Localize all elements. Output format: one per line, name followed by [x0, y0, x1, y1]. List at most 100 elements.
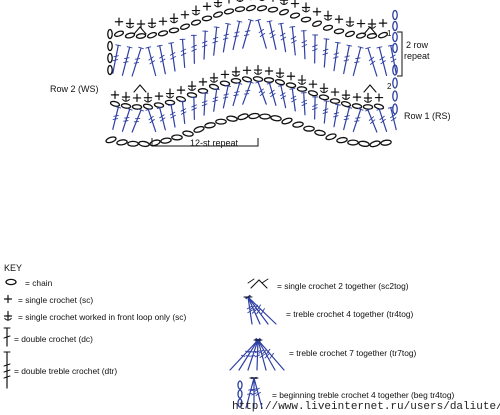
treble-stitch — [201, 30, 209, 60]
sc-flo-stitch — [345, 16, 355, 27]
treble-stitch — [352, 46, 364, 76]
sc-stitch — [356, 19, 366, 28]
foundation-chain — [105, 136, 117, 144]
treble-stitch — [387, 106, 397, 131]
sc-flo-stitch — [279, 0, 289, 5]
foundation-chain — [259, 113, 271, 120]
chain-stitch — [256, 5, 268, 12]
chain-stitch — [366, 33, 378, 39]
treble-stitch — [242, 19, 254, 49]
treble-stitch — [312, 96, 319, 120]
chain-stitch — [252, 76, 264, 82]
sc-flo-stitch — [297, 74, 307, 85]
foundation-chain — [248, 112, 260, 120]
sc2tog-stitch — [133, 26, 147, 35]
chain-stitch — [263, 77, 275, 83]
chain-stitch — [355, 32, 367, 39]
key-item-chain: = chain — [25, 278, 53, 288]
chain-stitch — [329, 98, 341, 104]
sc-stitch — [352, 92, 362, 102]
sc-flo-stitch — [319, 83, 329, 94]
treble-stitch — [266, 20, 277, 50]
foundation-chain — [226, 115, 238, 122]
sc-flo-stitch — [341, 89, 351, 100]
chain-stitch — [124, 32, 136, 39]
treble-stitch — [289, 26, 297, 56]
foundation-chain — [270, 115, 282, 122]
sc-flo-stitch — [236, 0, 244, 2]
chain-stitch — [322, 24, 334, 31]
sc-stitch — [198, 77, 208, 87]
key-item-tr4tog: = treble crochet 4 together (tr4tog) — [286, 309, 414, 319]
treble-stitch — [343, 106, 353, 131]
treble-stitch — [179, 38, 187, 69]
sc-stitch — [378, 18, 388, 28]
sc2tog-stitch — [363, 26, 377, 35]
beg-tr4tog-icon — [237, 376, 263, 409]
sc-stitch — [330, 87, 340, 97]
treble-stitch — [322, 38, 330, 68]
treble-stitch — [156, 44, 166, 75]
key-item-beg-tr4tog: = beginning treble crochet 4 together (b… — [272, 390, 455, 400]
sc-flo-stitch — [187, 80, 197, 91]
chain-stitch — [267, 6, 279, 13]
sc-stitch — [308, 79, 318, 89]
chain-stitch — [307, 90, 319, 97]
treble-stitch — [190, 96, 197, 120]
edge-chain — [392, 9, 398, 21]
treble-stitch — [343, 44, 353, 75]
sc-stitch — [290, 0, 300, 8]
sc-flo-stitch — [209, 72, 219, 83]
edge-chain — [392, 20, 398, 32]
treble-stitch — [112, 106, 122, 130]
treble-stitch — [289, 88, 297, 112]
foundation-chain — [281, 117, 293, 125]
key-title: KEY — [4, 263, 23, 273]
treble-stitch — [145, 46, 157, 77]
chain-stitch — [230, 77, 242, 84]
key-item-dc: = double crochet (dc) — [14, 334, 93, 344]
chain-stitch — [109, 100, 121, 107]
treble-stitch — [387, 44, 397, 75]
double-crochet-icon — [3, 327, 11, 347]
chain-stitch — [234, 6, 246, 13]
chain-stitch — [135, 33, 147, 39]
sc-flo-stitch — [169, 13, 179, 24]
chain-stitch — [208, 83, 220, 90]
treble-stitch — [365, 46, 378, 77]
sc-stitch — [374, 93, 384, 102]
edge-chain — [392, 90, 398, 102]
edge-chain — [392, 31, 398, 43]
treble-stitch — [278, 84, 287, 109]
chain-stitch — [120, 103, 132, 109]
treble-stitch — [190, 34, 197, 64]
chain-stitch — [190, 19, 202, 26]
chain-stitch — [278, 8, 290, 16]
chain-stitch — [142, 103, 154, 110]
sc-flo-stitch — [143, 92, 153, 103]
sc-stitch — [158, 17, 168, 26]
sc-stitch — [286, 72, 296, 81]
edge-chain — [107, 28, 113, 40]
sc-flo-stitch — [367, 18, 377, 29]
sc-flo-stitch — [191, 5, 201, 16]
chain-stitch — [373, 103, 385, 110]
treble-stitch — [131, 108, 144, 133]
chain-stitch — [245, 4, 257, 12]
treble-stitch — [278, 22, 287, 53]
edge-chain — [392, 77, 398, 89]
sc-stitch — [132, 93, 142, 103]
chain-stitch — [333, 28, 345, 35]
chain-stitch — [219, 80, 231, 87]
treble-stitch — [376, 108, 388, 132]
foundation-chain — [149, 139, 161, 147]
tr4tog-leg — [245, 294, 277, 325]
chain-stitch — [113, 30, 125, 38]
sc-flo-stitch — [323, 10, 333, 21]
sc2tog-stitch — [363, 84, 377, 93]
treble-stitch — [333, 103, 341, 128]
foundation-chain — [314, 129, 326, 137]
tr7tog-leg — [255, 337, 285, 371]
sc-flo-stitch — [125, 18, 135, 29]
